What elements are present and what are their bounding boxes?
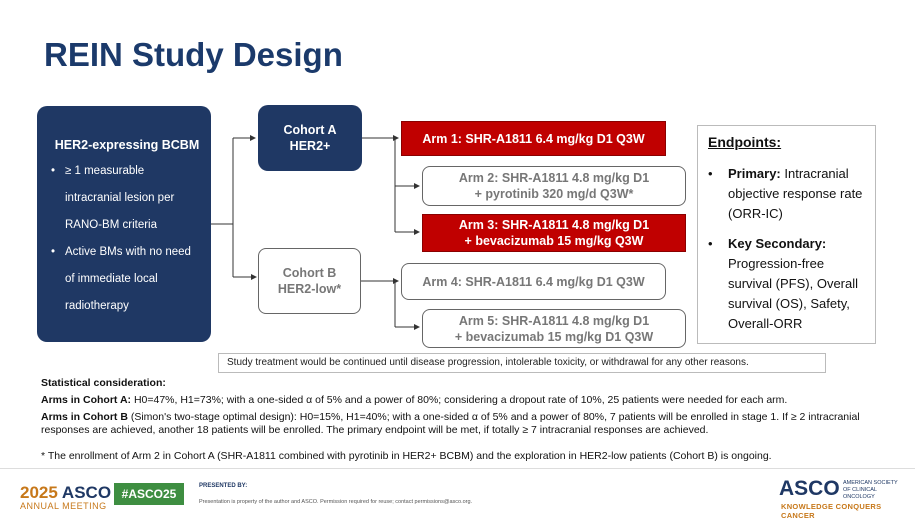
arm-2-box: Arm 2: SHR-A1811 4.8 mg/kg D1 + pyrotini… bbox=[422, 166, 686, 206]
footnote: * The enrollment of Arm 2 in Cohort A (S… bbox=[41, 450, 772, 462]
endpoints-box: Endpoints: Primary: Intracranial objecti… bbox=[697, 125, 876, 344]
arm-4-label: Arm 4: SHR-A1811 6.4 mg/kg D1 Q3W bbox=[422, 274, 645, 289]
arm-5-box: Arm 5: SHR-A1811 4.8 mg/kg D1 + bevacizu… bbox=[422, 309, 686, 348]
meeting-year: 2025 bbox=[20, 483, 58, 502]
cohort-b-box: Cohort B HER2-low* bbox=[258, 248, 361, 314]
footer: 2025 ASCO ANNUAL MEETING #ASCO25 PRESENT… bbox=[0, 468, 915, 521]
asco-tagline: KNOWLEDGE CONQUERS CANCER bbox=[781, 502, 882, 520]
asco-society-name: AMERICAN SOCIETY OF CLINICAL ONCOLOGY bbox=[843, 480, 898, 500]
meeting-asco: ASCO bbox=[61, 483, 112, 502]
meeting-logo: 2025 ASCO bbox=[20, 483, 111, 503]
arm-5-label: Arm 5: SHR-A1811 4.8 mg/kg D1 bbox=[458, 313, 650, 328]
stats-cohort-b-label: Arms in Cohort B bbox=[41, 411, 128, 423]
secondary-endpoint-text: Progression-free survival (PFS), Overall… bbox=[728, 256, 859, 331]
stats-cohort-a: Arms in Cohort A: H0=47%, H1=73%; with a… bbox=[41, 394, 881, 407]
secondary-endpoint-label: Key Secondary: bbox=[728, 236, 827, 251]
cohort-b-label: Cohort B bbox=[282, 266, 337, 280]
cohort-b-sublabel: HER2-low* bbox=[277, 282, 342, 296]
treatment-note: Study treatment would be continued until… bbox=[218, 353, 826, 373]
presented-by-label: PRESENTED BY: bbox=[199, 483, 248, 489]
cohort-a-label: Cohort A bbox=[283, 123, 337, 137]
arm-1-box: Arm 1: SHR-A1811 6.4 mg/kg D1 Q3W bbox=[401, 121, 666, 156]
secondary-endpoint: Key Secondary: Progression-free survival… bbox=[708, 234, 867, 334]
stats-cohort-a-text: H0=47%, H1=73%; with a one-sided α of 5%… bbox=[131, 394, 788, 406]
stats-cohort-a-label: Arms in Cohort A: bbox=[41, 394, 132, 406]
primary-endpoint-label: Primary: bbox=[728, 166, 781, 181]
primary-endpoint: Primary: Intracranial objective response… bbox=[708, 164, 867, 224]
hashtag-badge: #ASCO25 bbox=[114, 483, 184, 505]
copyright-notice: Presentation is property of the author a… bbox=[199, 499, 473, 505]
arm-4-box: Arm 4: SHR-A1811 6.4 mg/kg D1 Q3W bbox=[401, 263, 666, 300]
arm-2-sublabel: + pyrotinib 320 mg/d Q3W* bbox=[474, 187, 634, 201]
primary-endpoint-text: Intracranial objective response rate (OR… bbox=[728, 166, 863, 221]
arm-1-label: Arm 1: SHR-A1811 6.4 mg/kg D1 Q3W bbox=[422, 131, 645, 146]
population-heading: HER2-expressing BCBM bbox=[54, 138, 200, 152]
population-bullet: Active BMs with no need of immediate loc… bbox=[51, 239, 203, 320]
slide-title: REIN Study Design bbox=[44, 36, 343, 73]
cohort-a-box: Cohort A HER2+ bbox=[258, 105, 362, 171]
cohort-a-sublabel: HER2+ bbox=[289, 139, 331, 153]
population-box: HER2-expressing BCBM ≥ 1 measurable intr… bbox=[37, 106, 211, 342]
arm-3-label: Arm 3: SHR-A1811 4.8 mg/kg D1 bbox=[458, 218, 650, 232]
arm-2-label: Arm 2: SHR-A1811 4.8 mg/kg D1 bbox=[458, 171, 650, 185]
population-bullet: ≥ 1 measurable intracranial lesion per R… bbox=[51, 158, 203, 239]
annual-meeting-label: ANNUAL MEETING bbox=[20, 501, 107, 511]
statistical-consideration: Statistical consideration: Arms in Cohor… bbox=[41, 377, 881, 441]
stats-heading: Statistical consideration: bbox=[41, 377, 166, 389]
endpoints-title: Endpoints: bbox=[708, 134, 782, 150]
asco-logo: ASCO bbox=[779, 477, 840, 500]
stats-cohort-b: Arms in Cohort B (Simon's two-stage opti… bbox=[41, 411, 881, 437]
arm-5-sublabel: + bevacizumab 15 mg/kg D1 Q3W bbox=[454, 329, 654, 344]
stats-cohort-b-text: (Simon's two-stage optimal design): H0=1… bbox=[41, 411, 860, 436]
arm-3-sublabel: + bevacizumab 15 mg/kg Q3W bbox=[464, 234, 644, 248]
arm-3-box: Arm 3: SHR-A1811 4.8 mg/kg D1 + bevacizu… bbox=[422, 214, 686, 252]
